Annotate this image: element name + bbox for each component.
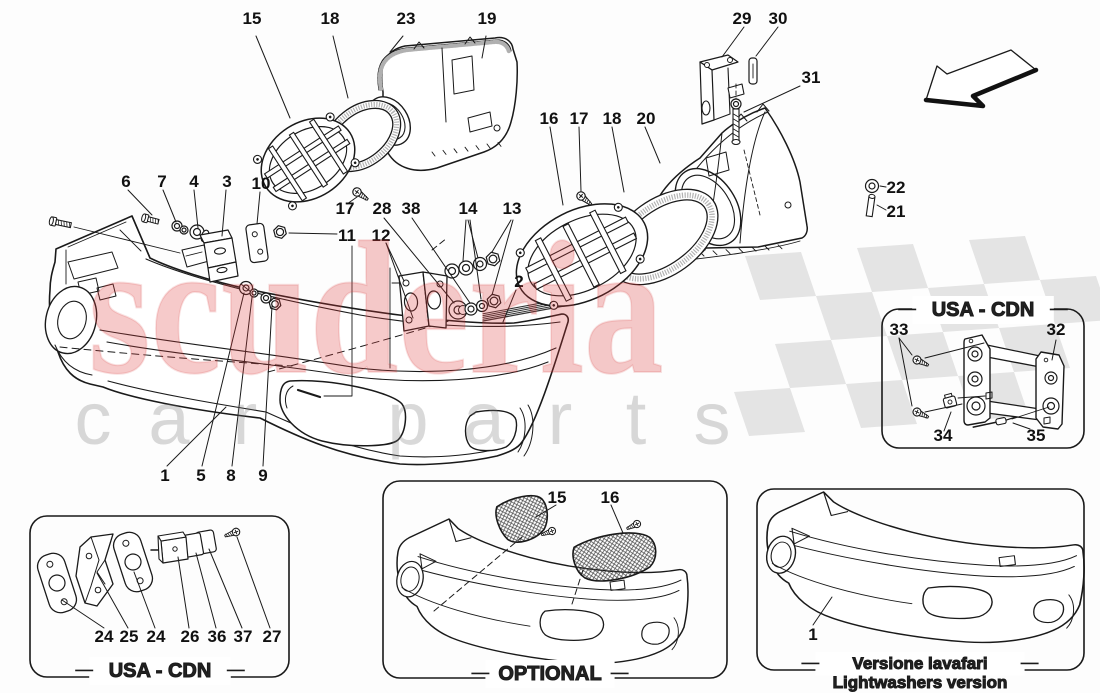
svg-text:1: 1: [160, 466, 169, 485]
svg-text:p: p: [387, 377, 428, 460]
svg-text:37: 37: [234, 627, 253, 646]
svg-text:18: 18: [603, 109, 622, 128]
svg-text:30: 30: [769, 9, 788, 28]
svg-text:29: 29: [733, 9, 752, 28]
svg-text:24: 24: [95, 627, 114, 646]
svg-text:USA - CDN: USA - CDN: [109, 660, 212, 682]
svg-text:25: 25: [120, 627, 139, 646]
svg-text:9: 9: [258, 466, 267, 485]
svg-text:24: 24: [147, 627, 166, 646]
svg-text:36: 36: [208, 627, 227, 646]
svg-text:4: 4: [189, 172, 199, 191]
svg-text:12: 12: [372, 226, 391, 245]
svg-text:17: 17: [336, 199, 355, 218]
svg-text:33: 33: [890, 320, 909, 339]
svg-text:32: 32: [1047, 320, 1066, 339]
svg-text:a: a: [148, 377, 190, 460]
svg-text:Versione lavafari: Versione lavafari: [852, 654, 987, 673]
svg-text:11: 11: [338, 226, 356, 245]
svg-text:c: c: [75, 377, 112, 460]
svg-text:16: 16: [540, 109, 559, 128]
svg-text:scuderia: scuderia: [89, 204, 664, 414]
svg-text:23: 23: [397, 9, 416, 28]
svg-text:31: 31: [802, 68, 821, 87]
svg-text:15: 15: [548, 488, 567, 507]
svg-text:r: r: [548, 377, 573, 460]
svg-text:USA - CDN: USA - CDN: [932, 299, 1035, 321]
svg-text:7: 7: [157, 172, 166, 191]
svg-text:20: 20: [637, 109, 656, 128]
svg-text:10: 10: [252, 174, 271, 193]
svg-text:Lightwashers version: Lightwashers version: [833, 673, 1008, 692]
svg-text:a: a: [463, 377, 505, 460]
svg-text:r: r: [233, 377, 258, 460]
svg-text:35: 35: [1027, 426, 1046, 445]
svg-text:28: 28: [373, 199, 392, 218]
svg-text:OPTIONAL: OPTIONAL: [498, 663, 601, 685]
svg-text:1: 1: [808, 625, 817, 644]
svg-text:2: 2: [514, 272, 523, 291]
svg-text:19: 19: [478, 9, 497, 28]
svg-text:t: t: [626, 377, 647, 460]
svg-text:21: 21: [887, 202, 906, 221]
svg-text:34: 34: [934, 426, 953, 445]
svg-text:13: 13: [503, 199, 522, 218]
svg-text:3: 3: [222, 172, 231, 191]
svg-text:s: s: [694, 377, 731, 460]
svg-text:8: 8: [226, 466, 235, 485]
svg-text:38: 38: [402, 199, 421, 218]
svg-text:5: 5: [196, 466, 205, 485]
svg-text:17: 17: [570, 109, 589, 128]
svg-text:6: 6: [121, 172, 130, 191]
svg-text:15: 15: [243, 9, 262, 28]
svg-text:22: 22: [887, 178, 906, 197]
svg-text:14: 14: [459, 199, 478, 218]
svg-text:18: 18: [321, 9, 340, 28]
svg-text:16: 16: [601, 488, 620, 507]
svg-text:27: 27: [263, 627, 282, 646]
svg-text:26: 26: [181, 627, 200, 646]
